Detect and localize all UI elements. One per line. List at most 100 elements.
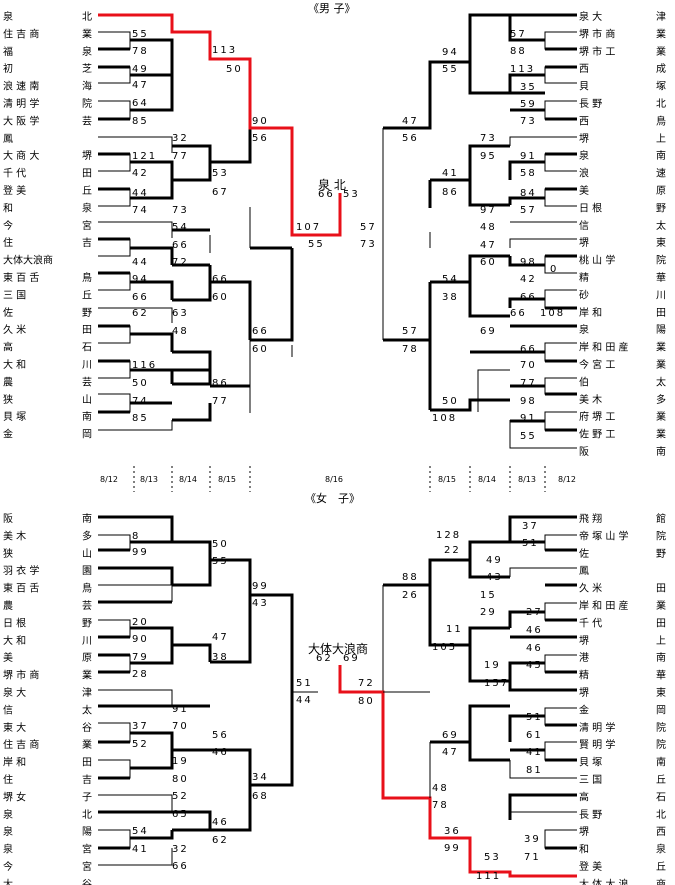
boys-right-team-entry: 桃 山 学院 (579, 254, 666, 267)
girls-right-team-entry: 賢 明 学院 (579, 738, 666, 751)
score-label: 51 (296, 678, 313, 689)
girls-left-team-name: 羽 衣 学 (3, 564, 39, 577)
girls-left-team-name: 東 百 舌 (3, 582, 39, 595)
score-label: 56 (212, 730, 229, 741)
score-label: 66 (172, 240, 189, 251)
girls-right-team-suffix: 華 (656, 670, 666, 682)
boys-right-team-entry: 精華 (579, 271, 666, 284)
boys-right-team-name: 西 (579, 116, 589, 127)
score-label: 116 (132, 360, 157, 371)
score-label: 46 (526, 643, 543, 654)
boys-champion: 泉 北 (318, 178, 346, 192)
girls-left-team-entry: 岸 和田 (3, 757, 92, 769)
boys-right-team-name: 西 (579, 64, 589, 75)
girls-left-team-entry: 農芸 (3, 599, 92, 612)
boys-right-team-suffix: 業 (656, 410, 666, 423)
score-label: 107 (296, 222, 321, 233)
score-label: 79 (132, 652, 149, 663)
girls-right-team-entry: 和泉 (579, 843, 666, 856)
boys-bracket-lines (98, 13, 577, 449)
score-label: 77 (212, 396, 229, 407)
boys-right-team-name: 桃 山 学 (579, 254, 615, 267)
score-label: 32 (172, 844, 189, 855)
boys-left-team-entry: 和泉 (3, 201, 92, 214)
score-label: 86 (212, 378, 229, 389)
boys-right-team-entry: 堺東 (579, 236, 666, 249)
boys-right-team-suffix: 業 (656, 428, 666, 441)
score-label: 74 (132, 396, 149, 407)
girls-left-team-name: 泉 大 (3, 686, 26, 699)
girls-right-team-name: 帝 塚 山 学 (579, 529, 629, 542)
boys-right-team-entry: 岸 和 田 産業 (579, 341, 666, 354)
girls-right-team-name: 貝 塚 (579, 757, 602, 769)
boys-right-team-suffix: 上 (656, 133, 666, 145)
boys-left-team-entry: 千 代田 (3, 168, 92, 180)
girls-left-team-suffix: 芸 (82, 599, 92, 612)
score-label: 8 (132, 531, 140, 542)
girls-left-team-entry: 羽 衣 学園 (3, 564, 92, 577)
score-label: 46 (212, 817, 229, 828)
girls-right-team-entry: 精華 (579, 669, 666, 682)
boys-left-team-suffix: 田 (82, 169, 92, 180)
boys-left-team-name: 金 (3, 428, 13, 441)
score-label: 64 (132, 98, 149, 109)
boys-left-team-name: 大 商 大 (3, 149, 39, 162)
score-label: 42 (132, 168, 149, 179)
girls-left-team-name: 堺 市 商 (3, 669, 39, 682)
boys-right-team-suffix: 多 (656, 393, 666, 406)
girls-right-team-suffix: 田 (656, 618, 666, 629)
date-left-1: 8/12 (100, 475, 118, 484)
boys-right-team-name: 浪 (579, 167, 589, 180)
girls-right-team-entry: 久 米田 (579, 582, 666, 595)
score-label: 26 (402, 590, 419, 601)
girls-left-team-name: 日 根 (3, 616, 26, 629)
score-label: 62 (132, 308, 149, 319)
boys-right-team-entry: 岸 和田 (579, 307, 666, 319)
girls-left-team-suffix: 太 (82, 703, 92, 716)
boys-right-team-suffix: 南 (656, 445, 666, 458)
girls-left-team-entry: 大谷 (3, 877, 92, 885)
boys-right-team-name: 泉 (579, 323, 589, 336)
girls-left-team-entry: 今宮 (3, 860, 92, 873)
girls-left-team-suffix: 陽 (82, 826, 92, 838)
score-label: 48 (172, 326, 189, 337)
girls-champion: 大体大浪商 (308, 641, 368, 656)
girls-left-team-name: 住 (3, 773, 13, 786)
boys-right-team-name: 信 (579, 220, 589, 232)
boys-left-team-entry: 三 国丘 (3, 289, 92, 301)
girls-right-team-name: 岸 和 田 産 (579, 599, 629, 612)
score-label: 78 (132, 46, 149, 57)
score-label: 85 (132, 116, 149, 127)
boys-final-score-right: 53 (343, 189, 360, 200)
score-label: 53 (212, 168, 229, 179)
girls-right-team-name: 三 国 (579, 774, 602, 786)
girls-left-team-entry: 堺 市 商業 (3, 669, 92, 682)
score-label: 65 (172, 809, 189, 820)
girls-right-team-suffix: 西 (656, 827, 666, 838)
boys-left-team-entry: 大 阪 学芸 (3, 114, 92, 127)
score-label: 54 (132, 826, 149, 837)
girls-left-team-entry: 泉陽 (3, 825, 92, 838)
score-label: 99 (132, 547, 149, 558)
boys-right-team-suffix: 業 (656, 45, 666, 58)
girls-right-team-name: 佐 (579, 548, 589, 560)
girls-left-team-suffix: 谷 (82, 722, 92, 734)
score-label: 69 (480, 326, 497, 337)
boys-right-team-entry: 堺 市 商業 (579, 27, 666, 40)
girls-right-team-name: 千 代 (579, 617, 602, 629)
boys-left-team-name: 浪 速 南 (3, 80, 39, 93)
boys-right-team-name: 貝 (579, 81, 589, 93)
date-right-3: 8/13 (518, 475, 536, 484)
girls-right-team-entry: 佐野 (579, 548, 666, 560)
girls-right-team-suffix: 院 (656, 738, 666, 751)
girls-right-team-name: 金 (579, 703, 589, 716)
boys-right-team-name: 今 宮 工 (579, 358, 615, 371)
boys-left-team-entry: 久 米田 (3, 323, 92, 336)
girls-right-team-suffix: 南 (656, 651, 666, 664)
score-label: 73 (480, 133, 497, 144)
titles: 《男 子》 《女 子》 泉 北 66 53 大体大浪商 62 69 (305, 2, 368, 664)
girls-left-team-name: 大 (3, 877, 13, 885)
girls-right-team-name: 鳳 (579, 565, 589, 577)
girls-right-team-name: 清 明 学 (579, 721, 615, 734)
